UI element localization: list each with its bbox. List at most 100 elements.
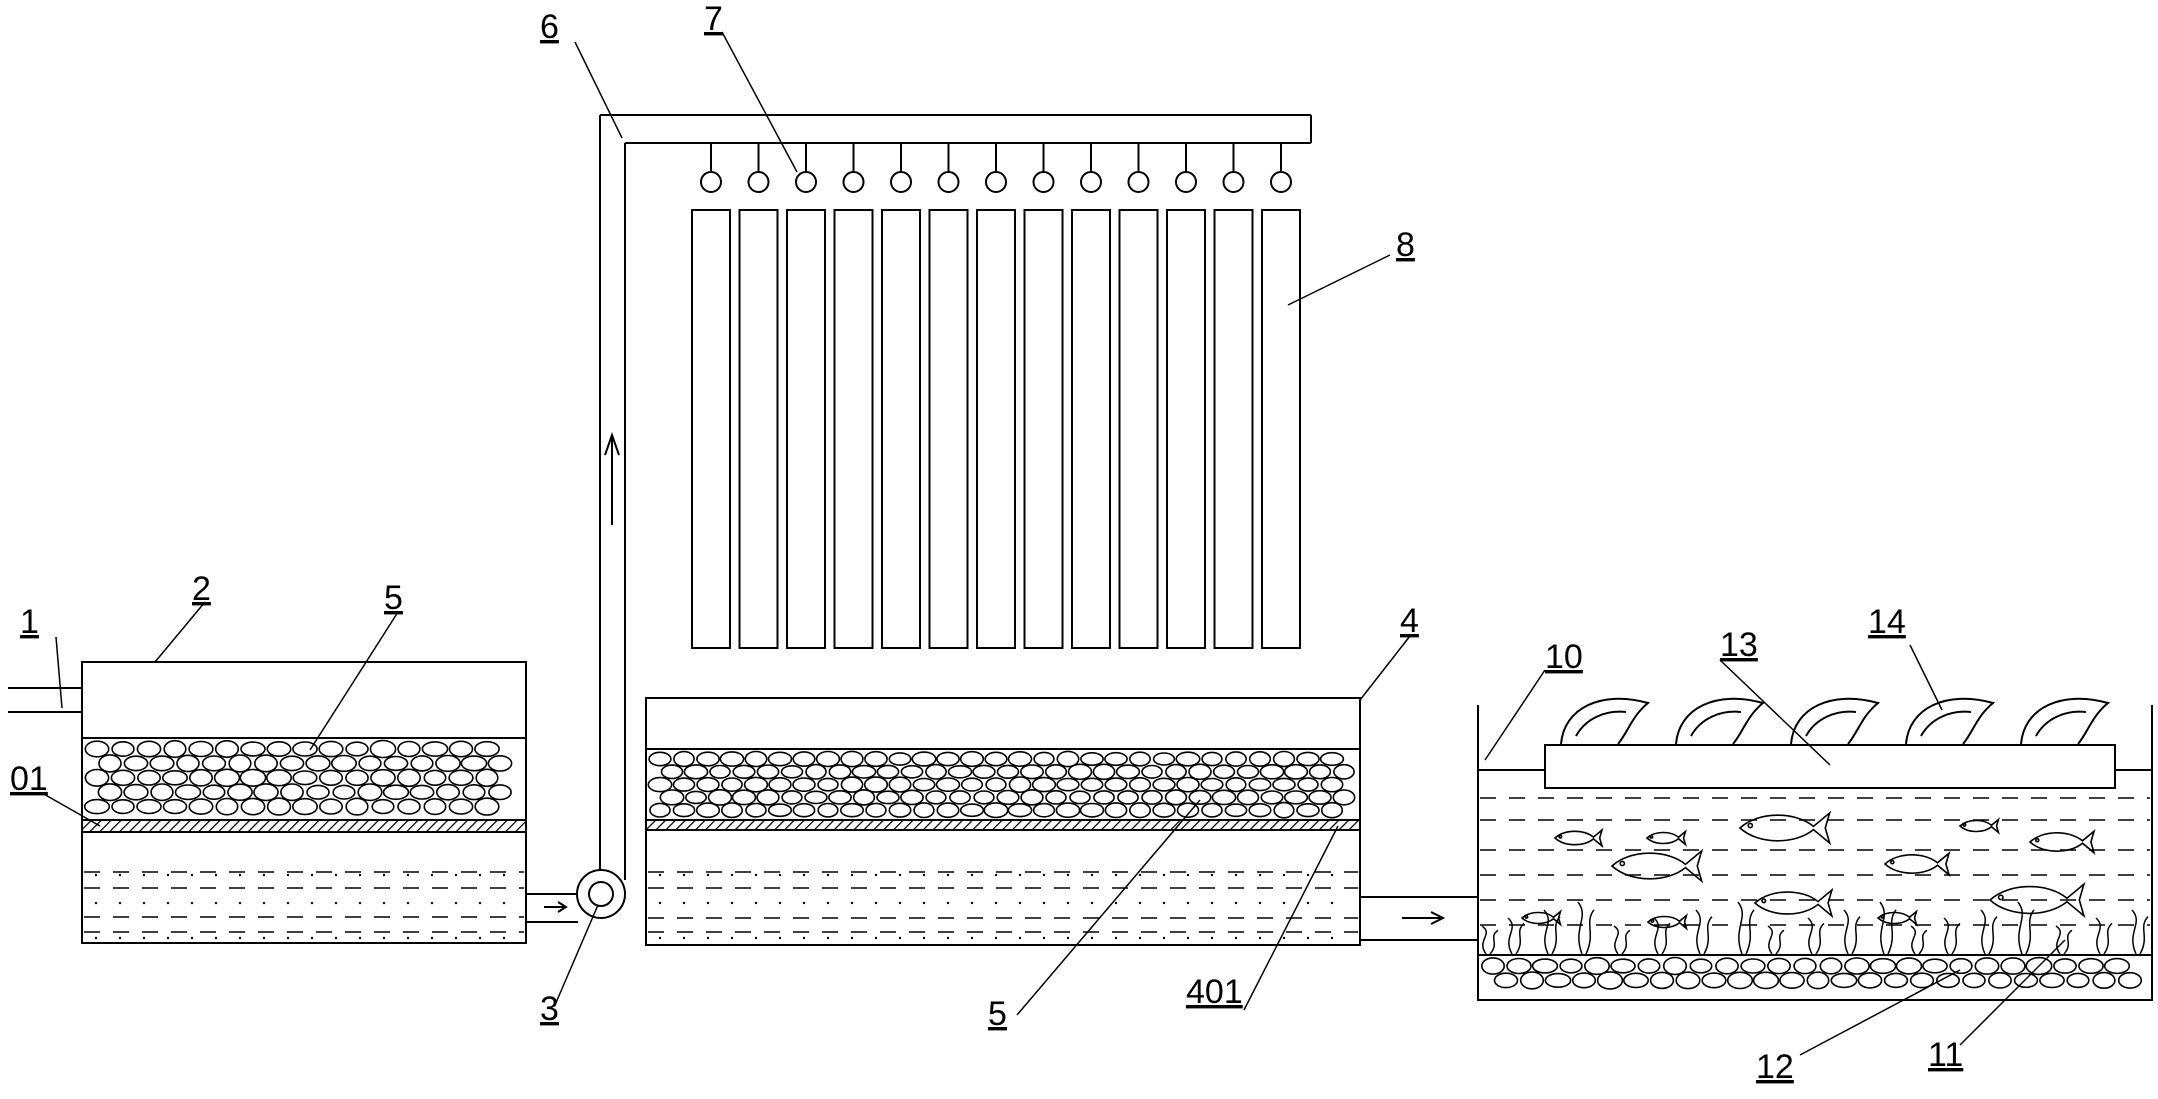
water-dot	[1186, 936, 1190, 940]
gravel-stone	[462, 783, 486, 801]
water-dot	[922, 901, 926, 905]
leader-7	[721, 31, 798, 173]
gravel-stone	[123, 755, 149, 772]
gravel-stone	[815, 750, 841, 768]
water-dot	[1186, 873, 1190, 877]
fish	[1553, 827, 1604, 849]
middle-tank-hatch-layer	[645, 819, 1361, 831]
water-dot	[1162, 873, 1166, 877]
gravel-stone	[1020, 789, 1044, 806]
water-dot	[430, 901, 434, 905]
gravel-stone	[1883, 972, 1909, 989]
gravel-stone	[332, 784, 356, 800]
water-dot	[1090, 873, 1094, 877]
water-dot	[286, 901, 290, 905]
gravel-stone	[397, 740, 421, 758]
nozzle-head	[985, 171, 1007, 193]
left-tank	[81, 661, 527, 944]
fish-eye	[1890, 859, 1895, 865]
water-dot	[502, 936, 506, 940]
gravel-stone	[474, 797, 500, 816]
gravel-stone	[330, 754, 357, 773]
gravel-stone	[1273, 801, 1295, 819]
leader-14	[1909, 644, 1943, 711]
leader-5a	[309, 611, 399, 751]
gravel-stone	[2066, 972, 2090, 989]
aquatic-weed	[1775, 929, 1785, 955]
aquatic-weed	[1815, 922, 1825, 955]
gravel-stone	[291, 797, 318, 816]
gravel-stone	[382, 784, 410, 801]
leader-1	[55, 636, 63, 709]
gravel-stone	[410, 755, 434, 772]
gravel-stone	[1212, 764, 1236, 780]
gravel-stone	[1188, 789, 1212, 806]
gravel-stone	[804, 790, 828, 805]
aquatic-weed	[2103, 922, 2113, 955]
water-dot	[874, 936, 878, 940]
gravel-stone	[1055, 802, 1081, 819]
gravel-stone	[188, 798, 214, 815]
water-dot	[118, 901, 122, 905]
water-dot	[118, 873, 122, 877]
water-dot	[898, 873, 902, 877]
water-dot	[1282, 936, 1286, 940]
water-dot	[1234, 936, 1238, 940]
leader-6	[574, 41, 623, 139]
water-dot	[898, 901, 902, 905]
fish-eye	[1650, 918, 1655, 923]
gravel-stone	[201, 755, 227, 772]
gravel-stone	[280, 783, 304, 802]
cultivation-column	[786, 209, 826, 649]
gravel-stone	[828, 764, 852, 780]
aquatic-weed	[1767, 925, 1774, 955]
gravel-stone	[279, 755, 305, 772]
aquatic-weed	[1807, 917, 1814, 955]
gravel-stone	[1895, 957, 1923, 975]
floating-plant	[1675, 697, 1766, 745]
aquatic-weed	[1613, 925, 1620, 955]
water-dot	[214, 873, 218, 877]
leader-12	[1799, 969, 1961, 1056]
gravel-stone	[851, 764, 877, 779]
water-dot	[682, 873, 686, 877]
gravel-stone	[695, 802, 721, 819]
water-dot	[778, 936, 782, 940]
aquatic-weed	[1980, 909, 1987, 955]
gravel-stone	[912, 777, 936, 792]
gravel-stone	[265, 769, 292, 787]
water-dot	[1138, 901, 1142, 905]
gravel-stone	[1320, 776, 1344, 793]
gravel-stone	[1519, 971, 1545, 990]
water-dot	[970, 873, 974, 877]
gravel-stone	[1481, 957, 1506, 975]
gravel-stone	[2013, 972, 2039, 989]
gravel-stone	[888, 802, 912, 818]
gravel-stone	[2078, 957, 2104, 975]
leader-401	[1243, 825, 1339, 1011]
gravel-stone	[745, 802, 767, 818]
gravel-stone	[1067, 763, 1093, 781]
water-dot	[358, 873, 362, 877]
gravel-stone	[1320, 801, 1344, 819]
gravel-stone	[1104, 802, 1128, 819]
leader-8	[1287, 254, 1391, 306]
water-dot	[406, 901, 410, 905]
gravel-stone	[949, 790, 971, 805]
gravel-stone	[1080, 751, 1104, 766]
gravel-stone	[136, 798, 162, 815]
water-dot	[706, 936, 710, 940]
water-dot	[994, 936, 998, 940]
gravel-stone	[696, 776, 720, 793]
gravel-stone	[1767, 957, 1792, 975]
gravel-stone	[370, 768, 396, 787]
gravel-stone	[1974, 957, 2000, 975]
gravel-stone	[1152, 802, 1176, 818]
gravel-stone	[423, 797, 447, 816]
nozzle-head	[937, 171, 960, 193]
gravel-stone	[213, 768, 241, 788]
fish-eye	[1761, 898, 1767, 904]
gravel-stone	[253, 783, 279, 802]
leader-5b	[1016, 799, 1201, 1016]
water-dot	[754, 873, 758, 877]
